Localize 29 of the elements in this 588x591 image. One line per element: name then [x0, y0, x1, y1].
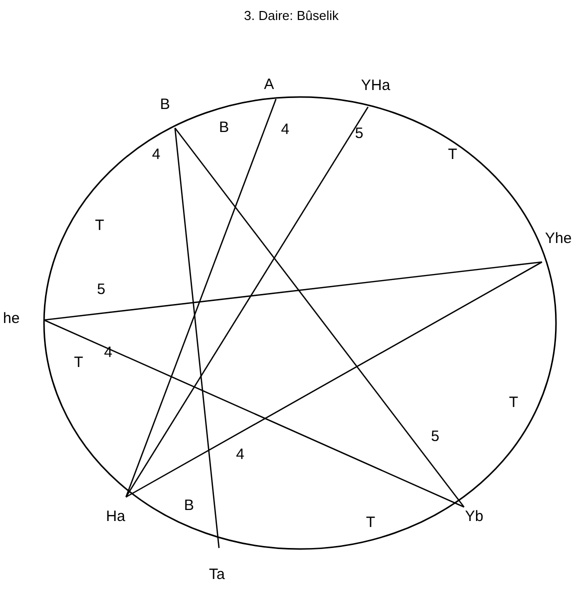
note-label: Yb — [465, 509, 484, 524]
chord-line — [125, 98, 277, 498]
interval-label: B — [219, 120, 230, 135]
note-label: B — [160, 97, 170, 112]
interval-label: 4 — [281, 122, 290, 137]
interval-label: 4 — [152, 147, 160, 162]
chord-line — [126, 261, 542, 498]
interval-label: T — [74, 355, 84, 370]
interval-label: 5 — [431, 429, 440, 444]
interval-label: T — [448, 147, 458, 162]
note-label: Ha — [106, 509, 126, 524]
note-label: YHa — [361, 78, 390, 93]
interval-label: T — [366, 515, 376, 530]
chord-line — [174, 128, 220, 548]
note-label: Ta — [209, 567, 225, 582]
interval-label: T — [509, 395, 518, 410]
note-label: Yhe — [545, 231, 572, 246]
interval-label: B — [184, 498, 194, 513]
chord-line — [44, 261, 542, 321]
interval-label: 4 — [236, 447, 244, 462]
chord-line — [125, 106, 369, 498]
note-label: he — [3, 311, 20, 326]
chord-line — [174, 128, 465, 508]
interval-label: 5 — [97, 282, 106, 297]
title: 3. Daire: Bûselik — [244, 7, 339, 25]
interval-label: 5 — [355, 126, 364, 141]
interval-label: T — [95, 218, 104, 233]
chord-line — [44, 319, 464, 508]
note-label: A — [264, 77, 274, 92]
